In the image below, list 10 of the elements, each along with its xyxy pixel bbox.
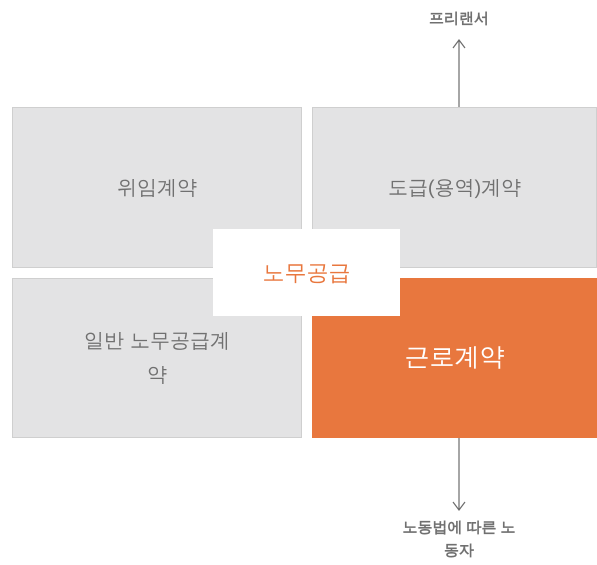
arrow — [452, 438, 466, 511]
node-text: 프리랜서 — [429, 8, 489, 29]
node-text: 근로계약 — [404, 342, 504, 374]
node-text: 도급(용역)계약 — [388, 176, 522, 200]
arrow — [452, 39, 466, 107]
center-box — [213, 229, 400, 316]
node-text: 노동법에 따른 노동자 — [401, 518, 517, 561]
node-text: 노무공급 — [262, 259, 350, 287]
node-text: 위임계약 — [117, 176, 197, 200]
node-text: 일반 노무공급계약 — [83, 329, 231, 388]
